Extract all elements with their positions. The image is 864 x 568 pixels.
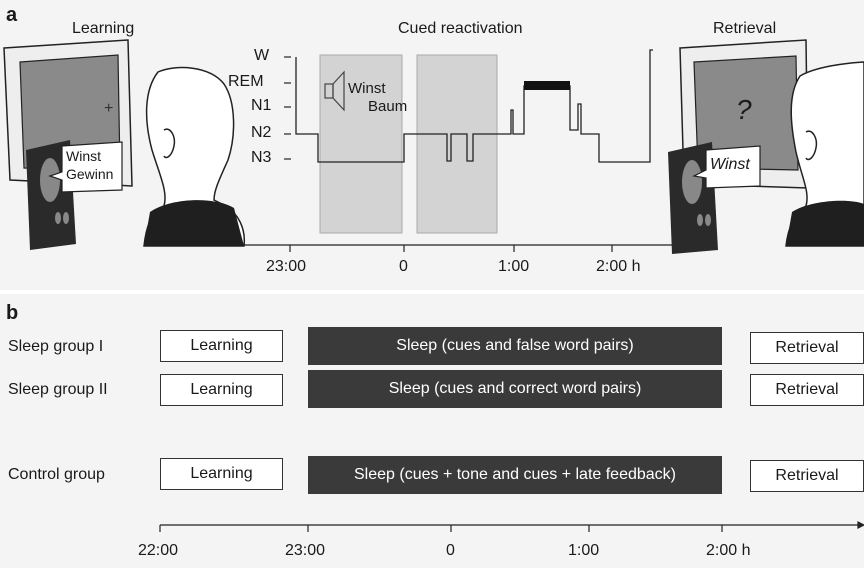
panel-b-tick-0100: 1:00 bbox=[568, 542, 600, 559]
panel-a-letter: a bbox=[6, 4, 18, 26]
sleep-bar-2: Sleep (cues and correct word pairs) bbox=[308, 370, 722, 408]
panel-b-tick-0200: 2:00 h bbox=[706, 542, 751, 559]
stage-label-n2: N2 bbox=[251, 124, 272, 141]
cue-word-2: Baum bbox=[368, 98, 408, 115]
learning-box-2: Learning bbox=[160, 374, 283, 406]
panel-a-tick-0: 0 bbox=[399, 258, 408, 275]
learning-box-1: Learning bbox=[160, 330, 283, 362]
panel-a-tick-0200: 2:00 h bbox=[596, 258, 641, 275]
panel-b-time-axis bbox=[159, 521, 864, 532]
panel-b-letter: b bbox=[6, 302, 19, 324]
retrieval-box-2: Retrieval bbox=[750, 374, 864, 406]
retrieval-person-icon bbox=[785, 61, 864, 247]
speaker-icon bbox=[324, 70, 345, 112]
learning-screen-symbol: + bbox=[104, 100, 114, 117]
retrieval-box-1: Retrieval bbox=[750, 332, 864, 364]
stage-label-n1: N1 bbox=[251, 97, 272, 114]
stage-ticks bbox=[284, 56, 291, 160]
stage-label-rem: REM bbox=[228, 73, 264, 90]
learning-person-icon bbox=[143, 66, 246, 247]
group-name-2: Sleep group II bbox=[8, 381, 108, 398]
stage-label-n3: N3 bbox=[251, 149, 272, 166]
group-name-3: Control group bbox=[8, 466, 105, 483]
cue-block-1 bbox=[319, 54, 403, 234]
panel-a-tick-2300: 23:00 bbox=[266, 258, 307, 275]
sleep-bar-1: Sleep (cues and false word pairs) bbox=[308, 327, 722, 365]
retrieval-speech-bubble bbox=[692, 145, 761, 189]
panel-b-tick-0: 0 bbox=[446, 542, 455, 559]
learning-box-3: Learning bbox=[160, 458, 283, 490]
panel-a-tick-0100: 1:00 bbox=[498, 258, 530, 275]
panel-b-tick-2300: 23:00 bbox=[285, 542, 326, 559]
group-name-1: Sleep group I bbox=[8, 338, 104, 355]
panel-a-time-axis bbox=[244, 241, 693, 252]
stage-label-w: W bbox=[254, 47, 270, 64]
panel-b-tick-2200: 22:00 bbox=[138, 542, 179, 559]
cue-word-1: Winst bbox=[348, 80, 386, 97]
retrieval-box-3: Retrieval bbox=[750, 460, 864, 492]
hypnogram-line bbox=[295, 49, 653, 163]
retrieval-speech-text: Winst bbox=[710, 156, 750, 173]
cue-block-2 bbox=[416, 54, 498, 234]
learning-speech-line1: Winst bbox=[66, 148, 101, 164]
retrieval-heading: Retrieval bbox=[713, 20, 777, 37]
sleep-bar-3: Sleep (cues + tone and cues + late feedb… bbox=[308, 456, 722, 494]
retrieval-screen-symbol: ? bbox=[736, 94, 752, 125]
rem-bar bbox=[524, 81, 570, 90]
learning-heading: Learning bbox=[72, 20, 135, 37]
learning-speech-bubble bbox=[48, 141, 123, 193]
cued-reactivation-heading: Cued reactivation bbox=[398, 20, 523, 37]
learning-speech-line2: Gewinn bbox=[66, 166, 114, 182]
